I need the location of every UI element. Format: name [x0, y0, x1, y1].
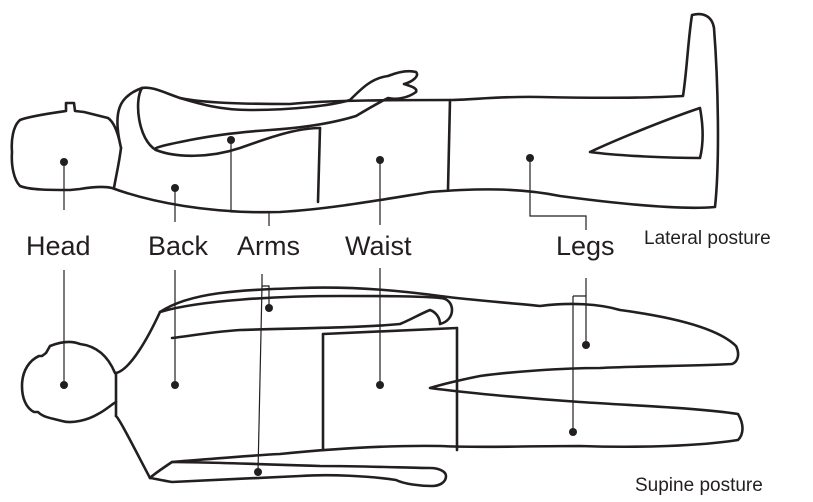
arms-dot-supine-upper [265, 304, 273, 312]
head-dot-lateral [60, 158, 68, 166]
legs-dot-supine-upper [582, 341, 590, 349]
lateral-arm-outline [155, 71, 417, 150]
arms-dot-supine-lower [254, 468, 262, 476]
supine-lower-arm-outline [150, 462, 446, 486]
arms-leader-supine-upper [262, 274, 269, 308]
lateral-back-contour [114, 148, 121, 188]
head-label: Head [26, 233, 91, 260]
back-dot-supine [171, 381, 179, 389]
lateral-figure [12, 14, 718, 212]
supine-upper-arm-outline [160, 296, 452, 338]
waist-label: Waist [345, 233, 412, 260]
supine-waist-top-edge [323, 328, 457, 334]
legs-leader-lateral [530, 158, 586, 230]
supine-body-outline [116, 288, 743, 478]
back-label: Back [148, 233, 208, 260]
supine-posture-label: Supine posture [635, 476, 763, 495]
head-dot-supine [60, 381, 68, 389]
waist-dot-lateral [376, 156, 384, 164]
legs-label: Legs [556, 233, 615, 260]
lateral-leg-inner-outline [590, 108, 703, 158]
legs-dot-supine-lower [569, 428, 577, 436]
supine-head-outline [22, 342, 116, 422]
lateral-leaders [60, 136, 586, 230]
lateral-posture-label: Lateral posture [644, 229, 771, 248]
arms-leader-supine-lower [258, 286, 262, 472]
waist-dot-supine [376, 381, 384, 389]
lateral-waist-front-divider [318, 128, 320, 202]
legs-dot-lateral [526, 154, 534, 162]
arms-label: Arms [237, 233, 300, 260]
lateral-waist-back-divider [448, 100, 450, 190]
lateral-body-outline [12, 14, 718, 212]
arms-dot-lateral [227, 136, 235, 144]
back-dot-lateral [171, 184, 179, 192]
